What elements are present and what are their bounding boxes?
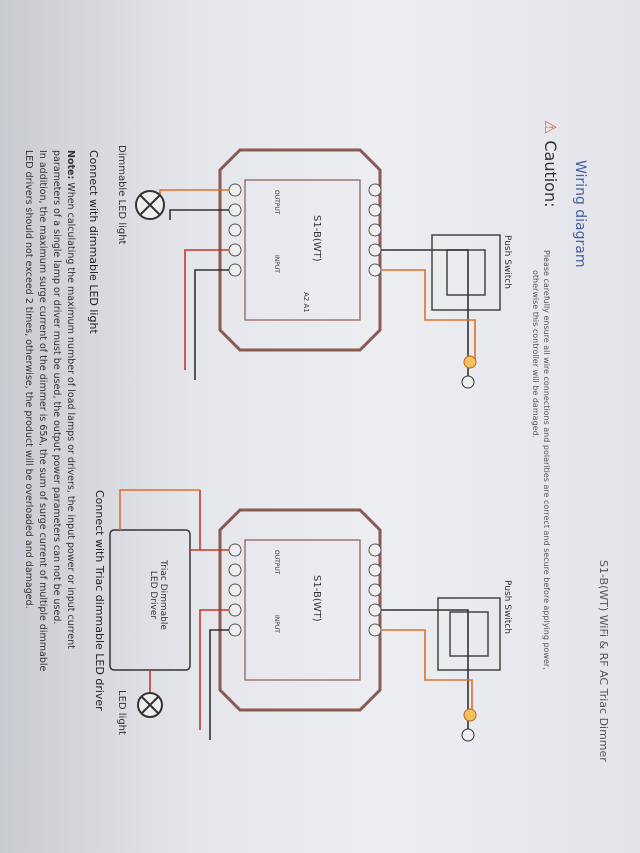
left-mains-terminals — [461, 355, 477, 389]
note-line-3: In addition, the maximum surge current o… — [37, 150, 48, 672]
note-line-2: parameters of a single lamp or driver mu… — [51, 150, 62, 625]
left-lamp-icon — [135, 190, 165, 220]
right-load-label: LED light — [116, 690, 127, 735]
left-push-switch — [431, 234, 501, 311]
right-module-model: S1-B(WT) — [311, 575, 322, 622]
left-wires — [159, 189, 476, 380]
left-a-terminals: A2 A1 — [302, 292, 310, 313]
note-line-1: When calculating the maximum number of l… — [65, 182, 76, 649]
right-lamp-icon — [137, 692, 163, 718]
right-output-label: OUTPUT — [273, 550, 280, 575]
right-input-label: INPUT — [273, 615, 280, 633]
right-caption: Connect with Triac dimmable LED driver — [93, 490, 106, 711]
right-push-switch — [437, 597, 501, 671]
right-switch-label: Push Switch — [502, 580, 512, 634]
left-input-label: INPUT — [273, 255, 280, 273]
right-module — [218, 508, 382, 712]
left-load-label: Dimmable LED light — [116, 145, 127, 245]
right-wires — [119, 489, 473, 740]
note-line-4: LED drivers should not exceed 2 times, o… — [23, 150, 34, 609]
left-caption: Connect with dimmable LED light — [87, 150, 100, 334]
note-text: Note: When calculating the maximum numbe… — [21, 150, 77, 671]
left-module — [218, 148, 382, 352]
left-module-model: S1-B(WT) — [311, 215, 322, 262]
right-mains-terminals — [461, 708, 477, 742]
left-output-label: OUTPUT — [273, 190, 280, 215]
left-switch-label: Push Switch — [502, 235, 512, 289]
note-label: Note: — [65, 150, 76, 180]
